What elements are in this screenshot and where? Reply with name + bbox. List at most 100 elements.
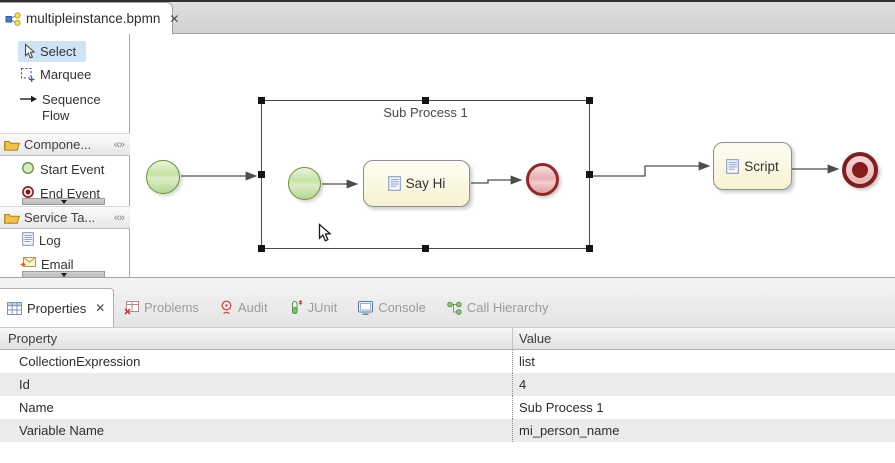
- view-tab-label: JUnit: [307, 300, 338, 315]
- property-name-cell: CollectionExpression: [19, 354, 141, 369]
- palette-item-label: Log: [39, 233, 61, 248]
- task-label: Say Hi: [405, 176, 446, 191]
- property-name-cell: Variable Name: [19, 423, 105, 438]
- palette-item-email[interactable]: Email: [20, 256, 74, 273]
- palette-tool-label: Sequence Flow: [42, 92, 101, 123]
- property-value-cell[interactable]: list: [512, 350, 895, 373]
- view-tab-label: Properties: [27, 300, 87, 316]
- palette-group-service-tasks[interactable]: Service Ta... «»: [0, 206, 130, 229]
- selection-handle[interactable]: [421, 245, 429, 252]
- start-event-icon: [21, 161, 35, 175]
- palette-group-label: Service Ta...: [24, 210, 96, 225]
- task-label: Script: [744, 158, 779, 174]
- task-node-say-hi[interactable]: Say Hi: [363, 160, 470, 207]
- selection-handle[interactable]: [421, 97, 429, 104]
- email-envelope-icon: [20, 256, 36, 269]
- folder-icon: [4, 212, 20, 224]
- start-event-node[interactable]: [146, 160, 180, 194]
- palette-item-end-event[interactable]: End Event: [21, 185, 100, 202]
- palette-scroll-down-indicator[interactable]: [22, 198, 105, 205]
- view-tab-audit[interactable]: Audit: [220, 300, 268, 315]
- task-node-script[interactable]: Script: [713, 142, 792, 190]
- property-name-cell: Id: [19, 377, 30, 392]
- console-icon: [358, 300, 374, 315]
- view-tab-label: Call Hierarchy: [466, 300, 549, 315]
- selection-handle[interactable]: [258, 170, 265, 178]
- palette-tool-label: Marquee: [40, 67, 92, 82]
- view-tabbar: Properties ✕ Problems: [0, 278, 895, 327]
- palette-item-label: Start Event: [40, 162, 105, 177]
- property-row-id[interactable]: Id 4: [0, 373, 895, 396]
- editor-tab-title: multipleinstance.bpmn: [26, 11, 161, 26]
- selection-handle[interactable]: [586, 170, 593, 178]
- editor-tabbar: multipleinstance.bpmn ✕: [0, 2, 895, 34]
- palette-group-label: Compone...: [24, 137, 92, 152]
- property-value-cell[interactable]: 4: [512, 373, 895, 396]
- view-tab-call-hierarchy[interactable]: Call Hierarchy: [447, 300, 549, 315]
- palette-item-start-event[interactable]: Start Event: [21, 161, 104, 178]
- script-task-icon: [387, 176, 401, 191]
- editor-tab-close-icon[interactable]: ✕: [169, 11, 180, 26]
- problems-icon: [124, 300, 139, 315]
- view-tab-console[interactable]: Console: [358, 300, 426, 315]
- properties-panel: Properties ✕ Problems: [0, 277, 895, 463]
- sequence-flow-sayhi-to-end[interactable]: [471, 175, 523, 185]
- selection-handle[interactable]: [586, 97, 593, 104]
- sequence-flow-subprocess-to-script[interactable]: [590, 161, 711, 177]
- view-tab-properties[interactable]: Properties ✕: [0, 288, 114, 327]
- audit-icon: [220, 300, 233, 315]
- property-row-collectionexpression[interactable]: CollectionExpression list: [0, 350, 895, 373]
- palette-item-label: End Event: [40, 186, 100, 201]
- tool-palette: Select Marquee Sequence Flow: [0, 34, 130, 278]
- subprocess-end-event-node[interactable]: [526, 163, 559, 196]
- view-tab-label: Console: [378, 300, 426, 315]
- end-event-node[interactable]: [842, 152, 878, 188]
- palette-item-log[interactable]: Log: [22, 232, 61, 249]
- view-tab-label: Audit: [237, 300, 268, 315]
- inactive-view-tabs: Problems Audit: [124, 288, 549, 327]
- selection-handle[interactable]: [258, 245, 265, 252]
- property-name-cell: Name: [19, 400, 54, 415]
- marquee-icon: [20, 66, 35, 82]
- palette-collapse-icon[interactable]: «»: [113, 211, 125, 224]
- sequence-flow-arrow-icon: [20, 91, 37, 103]
- column-header-value[interactable]: Value: [512, 328, 895, 349]
- editor-tab-multipleinstance[interactable]: multipleinstance.bpmn ✕: [0, 2, 179, 34]
- subprocess-label: Sub Process 1: [383, 105, 468, 120]
- palette-collapse-icon[interactable]: «»: [113, 138, 125, 151]
- folder-icon: [4, 139, 20, 151]
- subprocess-start-event-node[interactable]: [288, 167, 321, 200]
- palette-item-label: Email: [41, 257, 74, 272]
- connector-layer: [181, 161, 840, 189]
- end-event-icon: [21, 185, 35, 199]
- diagram-canvas[interactable]: Sub Process 1 Say Hi: [131, 34, 895, 277]
- bpmn-diagram-icon: [5, 11, 21, 26]
- window-top-edge: [0, 0, 895, 2]
- palette-tool-marquee[interactable]: Marquee: [20, 66, 91, 83]
- view-tab-problems[interactable]: Problems: [124, 300, 199, 315]
- palette-tool-sequence-flow[interactable]: Sequence Flow: [20, 91, 120, 124]
- select-cursor-icon: [22, 43, 35, 60]
- selection-handle[interactable]: [258, 97, 265, 104]
- properties-table-header: Property Value: [0, 327, 895, 350]
- selection-handle[interactable]: [586, 245, 593, 252]
- property-value-cell[interactable]: mi_person_name: [512, 419, 895, 442]
- end-event-center-dot: [852, 162, 868, 178]
- mouse-cursor: [318, 223, 332, 243]
- property-row-variable-name[interactable]: Variable Name mi_person_name: [0, 419, 895, 442]
- subprocess-node[interactable]: Sub Process 1: [258, 97, 593, 252]
- script-task-icon: [726, 158, 740, 174]
- view-tab-junit[interactable]: JUnit: [289, 300, 338, 315]
- call-hierarchy-icon: [447, 301, 462, 315]
- junit-icon: [289, 300, 303, 315]
- view-tab-label: Problems: [144, 300, 199, 315]
- view-tab-close-icon[interactable]: ✕: [95, 301, 106, 315]
- property-value-cell[interactable]: Sub Process 1: [512, 396, 895, 419]
- column-header-property[interactable]: Property: [8, 331, 58, 346]
- palette-tool-label: Select: [40, 44, 77, 59]
- palette-group-components[interactable]: Compone... «»: [0, 133, 130, 156]
- palette-tool-select[interactable]: Select: [18, 41, 87, 62]
- properties-table-icon: [7, 301, 22, 315]
- property-row-name[interactable]: Name Sub Process 1: [0, 396, 895, 419]
